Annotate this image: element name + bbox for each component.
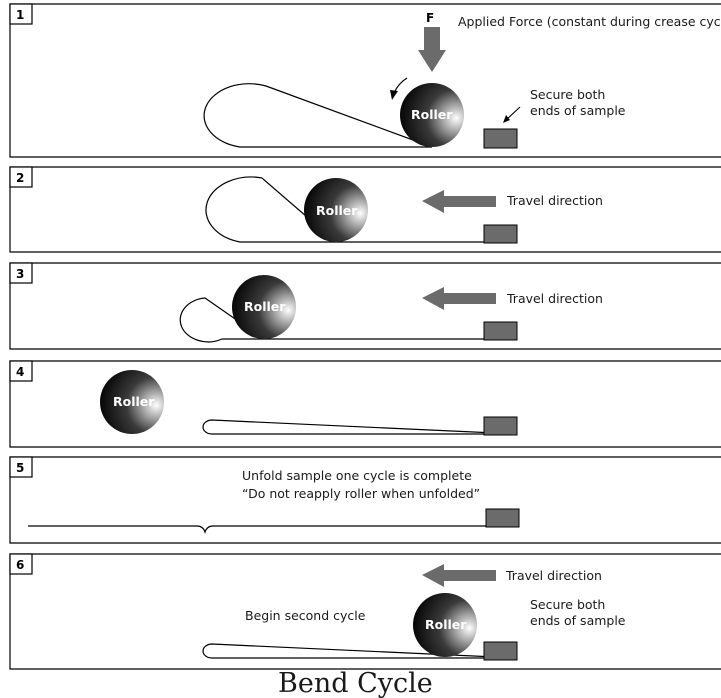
panel-1-roller — [400, 83, 464, 147]
begin-second-cycle-label: Begin second cycle — [245, 608, 366, 623]
panel-2: 2 Roller Travel direction — [9, 166, 721, 253]
panel-6-number-box — [9, 553, 33, 575]
panel-2-travel-arrow — [422, 190, 496, 213]
panel-3-clamp-block — [483, 321, 518, 341]
panel-2-roller-label: Roller — [316, 203, 358, 218]
panel-2-clamp-block — [483, 224, 518, 244]
rotation-arrow-head — [390, 90, 398, 100]
panel-3-roller-label: Roller — [244, 299, 286, 314]
panel-1-number-box — [9, 3, 33, 25]
force-note: Applied Force (constant during crease cy… — [458, 14, 721, 29]
panel-3: 3 Roller Travel direction — [9, 262, 721, 350]
panel-6-number: 6 — [16, 558, 24, 572]
panel-4: 4 Roller — [9, 360, 721, 448]
panel-3-number-box — [9, 262, 33, 284]
panel-1-clamp-block — [483, 128, 518, 149]
force-label: F — [426, 11, 434, 25]
secure-pointer-line — [505, 106, 521, 121]
panel-6-roller-label: Roller — [425, 617, 467, 632]
panel-6-clamp-block — [483, 641, 518, 661]
panel-2-number: 2 — [16, 171, 24, 185]
panel-3-direction-label: Travel direction — [506, 291, 603, 306]
panel-4-number-box — [9, 360, 33, 382]
panel-1: 1 F Applied Force (constant during creas… — [9, 3, 721, 158]
panel-1-secure-line1: Secure both — [530, 87, 605, 102]
panel-6-direction-label: Travel direction — [505, 568, 602, 583]
diagram-title: Bend Cycle — [278, 668, 433, 698]
panel-2-direction-label: Travel direction — [506, 193, 603, 208]
panel-1-frame — [9, 3, 721, 158]
panel-4-flattened-sample — [202, 419, 518, 435]
panel-4-number: 4 — [16, 365, 24, 379]
panel-5-clamp-block — [485, 508, 520, 528]
panel-5-number-box — [9, 456, 33, 478]
panel-3-number: 3 — [16, 267, 24, 281]
panel-6-roller — [413, 593, 477, 657]
panel-1-folded-sample — [203, 83, 433, 148]
panel-1-number: 1 — [16, 8, 24, 22]
panel-4-roller — [100, 370, 164, 434]
panel-1-secure-line2: ends of sample — [530, 103, 626, 118]
panel-2-frame — [9, 166, 721, 253]
panel-5-frame — [9, 456, 721, 544]
panel-5-note-line1: Unfold sample one cycle is complete — [242, 468, 472, 483]
panel-1-roller-label: Roller — [411, 107, 453, 122]
panel-5-unfolded-sample — [28, 525, 518, 534]
panel-4-roller-label: Roller — [113, 394, 155, 409]
panel-6-secure-line2: ends of sample — [530, 613, 626, 628]
panel-5-number: 5 — [16, 461, 24, 475]
panel-3-travel-arrow — [422, 287, 496, 310]
panel-5-note-line2: “Do not reapply roller when unfolded” — [242, 486, 480, 501]
panel-6-frame — [9, 553, 721, 670]
panel-2-folded-sample — [205, 176, 517, 243]
panel-6-secure-line1: Secure both — [530, 597, 605, 612]
panel-6: 6 Travel direction Begin second cycle Ro… — [9, 553, 721, 670]
panel-3-folded-sample — [179, 297, 517, 343]
panel-4-frame — [9, 360, 721, 448]
panel-6-flattened-sample — [202, 643, 518, 659]
secure-pointer-head — [503, 115, 510, 123]
panel-5: 5 Unfold sample one cycle is complete “D… — [9, 456, 721, 544]
panel-3-frame — [9, 262, 721, 350]
panel-1-force-arrow — [418, 27, 446, 72]
panel-2-number-box — [9, 166, 33, 188]
panel-4-clamp-block — [483, 416, 518, 436]
panel-3-roller — [232, 275, 296, 339]
panel-2-roller — [304, 178, 368, 242]
panel-6-travel-arrow — [422, 564, 496, 587]
